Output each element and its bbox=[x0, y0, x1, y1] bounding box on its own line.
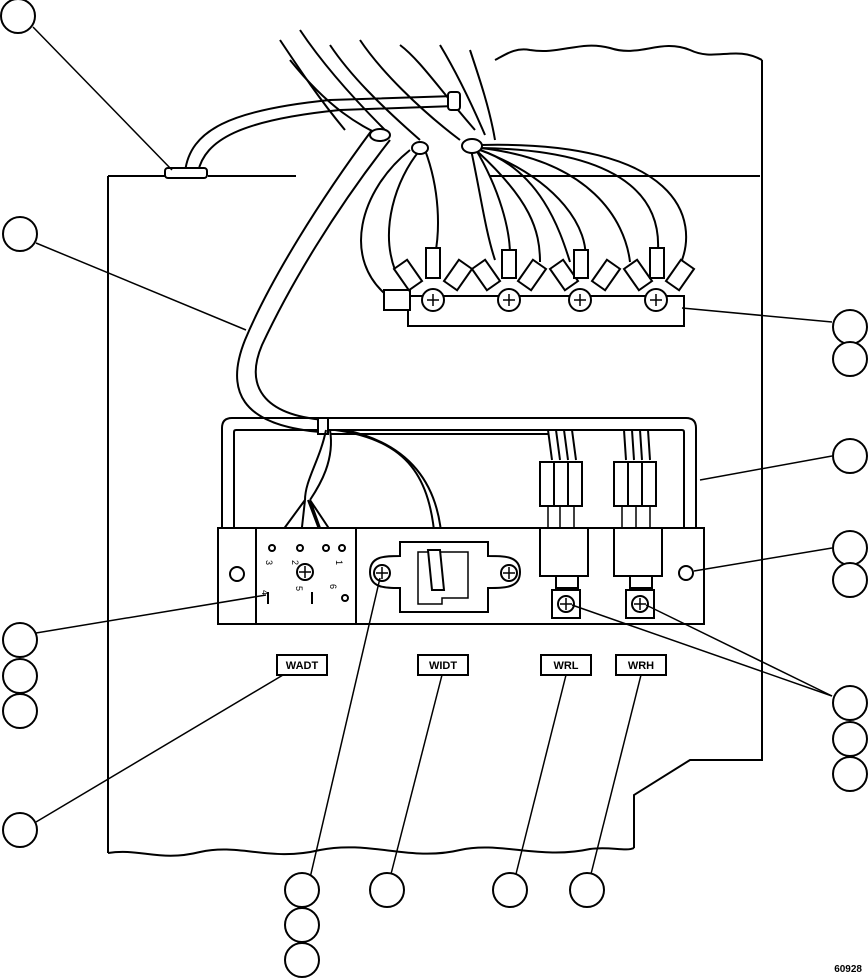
lower-terminal-panel bbox=[217, 527, 705, 625]
callout-circle bbox=[0, 0, 36, 34]
callout-circle bbox=[284, 907, 320, 943]
callout-circle bbox=[832, 530, 868, 566]
callout-circle bbox=[832, 562, 868, 598]
upper-terminal-strip bbox=[383, 247, 696, 327]
terminal-number-1: 1 bbox=[334, 560, 344, 565]
callout-circle bbox=[2, 622, 38, 658]
callout-circle bbox=[2, 658, 38, 694]
figure-number: 60928 bbox=[834, 964, 862, 975]
lower-bracket bbox=[221, 417, 697, 545]
relay-connectors bbox=[539, 429, 657, 528]
leader-lines bbox=[32, 26, 833, 879]
widt-tag-box bbox=[417, 654, 469, 676]
terminal-number-4: 4 bbox=[260, 590, 270, 595]
callout-circle bbox=[2, 216, 38, 252]
terminal-number-labels: 3 2 1 4 5 6 bbox=[260, 560, 344, 595]
wire-harness-bundle bbox=[279, 29, 496, 141]
widt-tag-label: WIDT bbox=[429, 660, 457, 672]
relay-blocks bbox=[539, 527, 663, 619]
terminal-number-2: 2 bbox=[290, 560, 300, 565]
callout-circle bbox=[492, 872, 528, 908]
upper-branch-wires bbox=[360, 138, 688, 299]
callout-circle bbox=[2, 693, 38, 729]
wrl-tag-label: WRL bbox=[553, 660, 578, 672]
terminal-block-small bbox=[267, 544, 349, 604]
lower-branch-wires bbox=[271, 417, 443, 599]
callout-circle bbox=[832, 309, 868, 345]
callout-circle bbox=[284, 872, 320, 908]
terminal-screws bbox=[421, 288, 668, 312]
terminal-lugs bbox=[392, 247, 696, 292]
harness-sleeve bbox=[236, 128, 391, 433]
terminal-number-6: 6 bbox=[328, 584, 338, 589]
wrh-tag-label: WRH bbox=[628, 660, 654, 672]
callout-circle bbox=[832, 721, 868, 757]
wadt-tag-label: WADT bbox=[286, 660, 319, 672]
callout-circle bbox=[832, 438, 868, 474]
callout-circle bbox=[832, 685, 868, 721]
terminal-number-3: 3 bbox=[264, 560, 274, 565]
cable-strap bbox=[164, 91, 461, 179]
wadt-tag-box bbox=[276, 654, 328, 676]
callout-circle bbox=[832, 756, 868, 792]
callout-circle bbox=[569, 872, 605, 908]
wire-tag-labels: WADT WIDT WRL WRH bbox=[276, 654, 667, 676]
callout-circle bbox=[369, 872, 405, 908]
callout-circle bbox=[832, 341, 868, 377]
panel-outline bbox=[107, 44, 763, 857]
terminal-number-5: 5 bbox=[294, 586, 304, 591]
callout-circle bbox=[284, 942, 320, 978]
callout-circle bbox=[2, 812, 38, 848]
plug-receptacle bbox=[368, 541, 522, 613]
